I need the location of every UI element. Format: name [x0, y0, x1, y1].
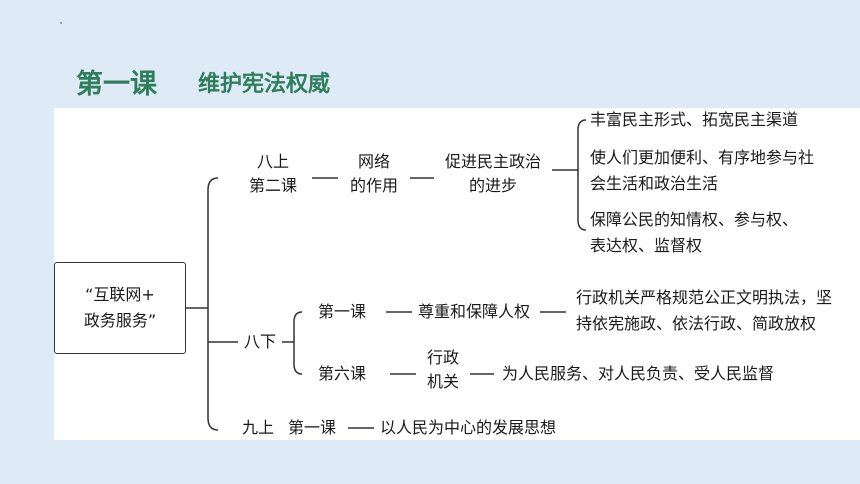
sub2-topic-line1: 行政: [426, 348, 459, 367]
root-line2: 政务服务”: [83, 311, 157, 330]
branch3-point: 以人民为中心的发展思想: [380, 418, 557, 437]
branch1-topic-line1: 促进民主政治: [444, 152, 541, 171]
main-bracket: [207, 177, 219, 431]
branch1-lesson: 网络 的作用: [342, 150, 406, 198]
branch1-label-line2: 第二课: [248, 176, 297, 195]
branch1-point-2a: 使人们更加便利、有序地参与社: [590, 148, 815, 167]
root-line1: “互联网+: [85, 285, 155, 304]
branch1-label: 八上 第二课: [238, 150, 308, 198]
branch1-topic-line2: 的进步: [468, 176, 517, 195]
branch2-bracket: [293, 311, 303, 375]
branch1-point-3a: 保障公民的知情权、参与权、: [590, 210, 799, 229]
branch1-topic: 促进民主政治 的进步: [438, 150, 548, 198]
points-bracket: [577, 119, 587, 231]
branch1-lesson-line2: 的作用: [349, 176, 398, 195]
sub2-topic-line2: 机关: [426, 372, 459, 391]
sub1-point-line2: 持依宪施政、依法行政、简政放权: [576, 314, 817, 333]
branch3-label: 九上: [242, 418, 275, 437]
decorative-dot: [60, 22, 62, 24]
branch1-label-line1: 八上: [256, 152, 289, 171]
sub1-lesson: 第一课: [318, 302, 367, 321]
root-node: “互联网+ 政务服务”: [54, 262, 186, 354]
branch1-point-2b: 会生活和政治生活: [590, 174, 719, 193]
sub2-lesson: 第六课: [318, 364, 367, 383]
sub2-point: 为人民服务、对人民负责、受人民监督: [502, 364, 775, 383]
branch1-point-1: 丰富民主形式、拓宽民主渠道: [590, 110, 799, 129]
branch1-point-3b: 表达权、监督权: [590, 236, 703, 255]
lesson-title: 第一课: [76, 69, 157, 100]
branch1-lesson-line1: 网络: [357, 152, 390, 171]
lesson-topic: 维护宪法权威: [198, 72, 331, 97]
sub2-topic: 行政 机关: [420, 346, 466, 394]
sub1-topic: 尊重和保障人权: [418, 302, 531, 321]
sub1-point-line1: 行政机关严格规范公正文明执法，坚: [576, 288, 833, 307]
diagram-panel: [54, 108, 860, 440]
branch3-lesson: 第一课: [288, 418, 337, 437]
branch2-label: 八下: [244, 332, 277, 351]
